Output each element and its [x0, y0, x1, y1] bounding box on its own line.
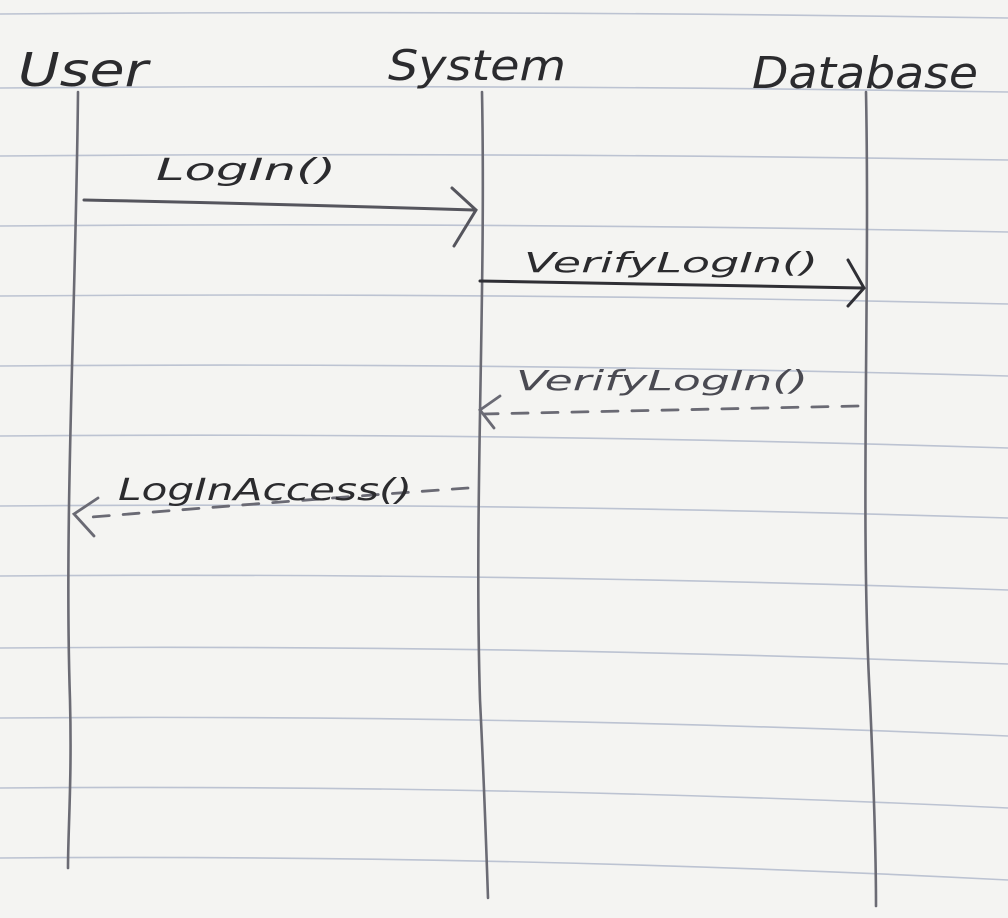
- message-label-verify-login: VerifyLogIn(): [524, 246, 818, 279]
- arrowhead-verify-login-return: [477, 394, 502, 430]
- participant-label-user: User: [18, 43, 152, 97]
- message-label-login: LogIn(): [156, 153, 336, 188]
- arrowhead-verify-login: [846, 258, 866, 308]
- message-arrow-verify-login: [478, 279, 864, 290]
- arrowhead-login: [450, 186, 478, 248]
- lifeline-user: [66, 90, 80, 870]
- arrowhead-login-access: [71, 496, 100, 538]
- participant-label-system: System: [388, 41, 566, 90]
- message-arrow-verify-login-return: [482, 404, 860, 416]
- message-arrow-login-access: [78, 486, 470, 520]
- participant-label-database: Database: [752, 48, 978, 99]
- message-label-verify-login-return: VerifyLogIn(): [516, 364, 808, 397]
- lifeline-system: [476, 90, 490, 900]
- lifeline-database: [864, 90, 878, 908]
- message-arrow-login: [82, 198, 476, 212]
- message-label-login-access: LogInAccess(): [118, 473, 412, 508]
- ruled-lines: [0, 11, 1008, 881]
